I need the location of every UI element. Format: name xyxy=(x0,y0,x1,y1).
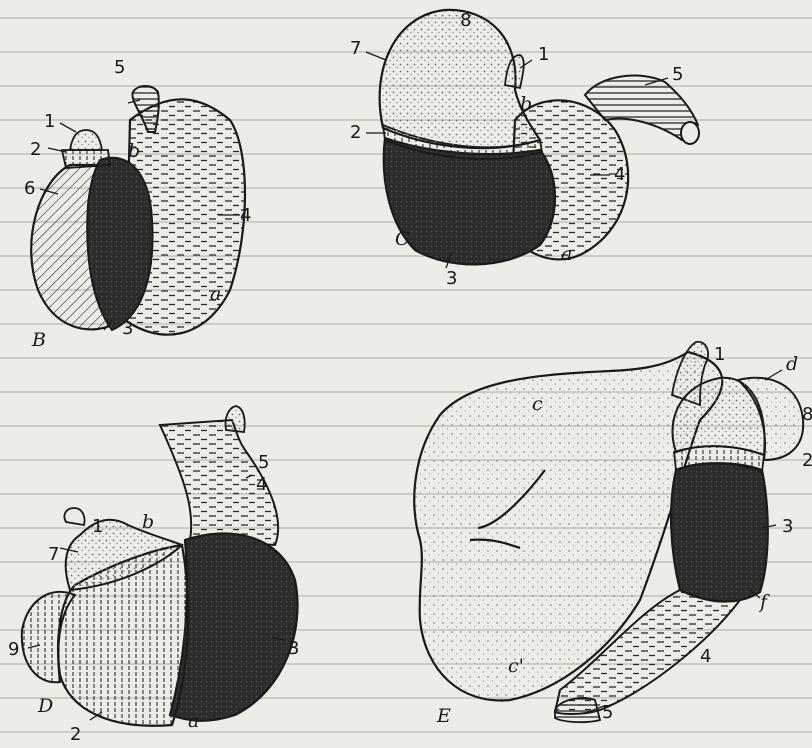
panel-b-label-5: 5 xyxy=(114,57,125,78)
panel-d-label-4: 4 xyxy=(256,474,267,495)
panel-e-region-3 xyxy=(671,463,768,601)
panel-d-label-a: a xyxy=(188,710,199,732)
panel-c-label-a: a xyxy=(561,243,572,265)
panel-d-label-3: 3 xyxy=(288,638,299,659)
panel-b-label-2: 2 xyxy=(30,139,41,160)
panel-b-letter: B xyxy=(31,329,46,351)
panel-d-label-1: 1 xyxy=(92,516,103,537)
panel-e-label-2: 2 xyxy=(802,450,812,471)
panel-b-label-1: 1 xyxy=(44,111,55,132)
panel-c-label-1: 1 xyxy=(538,44,549,65)
panel-d-label-7: 7 xyxy=(48,544,59,565)
panel-b-collar-2 xyxy=(62,150,110,168)
panel-b-label-6: 6 xyxy=(24,178,35,199)
panel-e-label-c: c xyxy=(532,393,543,415)
panel-b-label-3: 3 xyxy=(122,318,133,339)
panel-b-label-4: 4 xyxy=(240,205,251,226)
panel-d-label-9: 9 xyxy=(8,639,19,660)
panel-d-tip-1 xyxy=(64,508,84,525)
panel-c-letter: C xyxy=(395,228,410,250)
panel-e-label-3: 3 xyxy=(782,516,793,537)
panel-e-label-1: 1 xyxy=(714,344,725,365)
panel-c-label-7: 7 xyxy=(350,38,361,59)
panel-e-label-4: 4 xyxy=(700,646,711,667)
panel-e-label-5: 5 xyxy=(602,702,613,723)
panel-e-label-8: 8 xyxy=(802,404,812,425)
panel-c-label-8: 8 xyxy=(460,10,471,31)
panel-b-label-a: a xyxy=(210,283,221,305)
panel-c-label-2: 2 xyxy=(350,122,361,143)
panel-d-label-b: b xyxy=(142,511,154,533)
panel-c-label-b: b xyxy=(520,93,532,115)
panel-b-label-b: b xyxy=(128,140,140,162)
panel-c-label-4: 4 xyxy=(614,164,625,185)
panel-d-letter: D xyxy=(37,695,53,717)
panel-d-label-5: 5 xyxy=(258,452,269,473)
panel-c-label-3: 3 xyxy=(446,268,457,289)
panel-e-letter: E xyxy=(436,705,451,727)
panel-d-label-2: 2 xyxy=(70,724,81,745)
panel-c-label-5: 5 xyxy=(672,64,683,85)
panel-e-label-c-prime: c' xyxy=(508,655,524,677)
panel-e-label-d: d xyxy=(786,353,798,375)
